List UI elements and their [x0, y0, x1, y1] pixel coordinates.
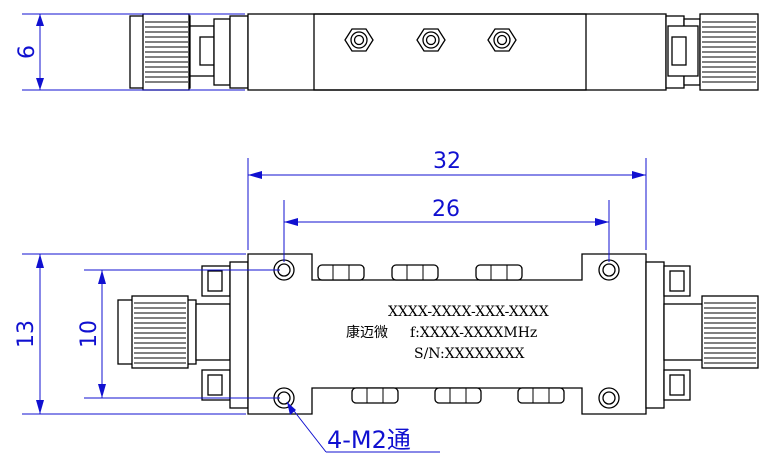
tuning-screw-2: [416, 28, 446, 52]
nut-profile-top-1: [317, 264, 365, 281]
nut-profile-top-2: [391, 264, 439, 281]
mounting-hole-bottom-right: [598, 387, 620, 409]
top-right-connector: [665, 13, 759, 91]
nut-profile-bottom-2: [434, 387, 482, 404]
nut-profile-bottom-1: [351, 387, 399, 404]
marking-frequency: f:XXXX-XXXXMHz: [410, 325, 537, 341]
hole-callout-label: 4-M2通: [327, 426, 411, 454]
front-right-connector: [645, 261, 759, 409]
dimension-hole-spacing-horizontal: 26: [283, 197, 610, 262]
dimension-body-height: 13: [14, 253, 246, 415]
top-left-connector: [129, 13, 249, 91]
top-view: 6: [15, 13, 759, 91]
dimension-overall-length-label: 32: [433, 149, 461, 174]
front-left-connector: [117, 261, 249, 409]
tuning-screw-1: [344, 28, 374, 52]
dimension-hole-spacing-vertical-label: 10: [77, 320, 102, 348]
marking-serial: S/N:XXXXXXXX: [414, 346, 525, 362]
hole-callout: 4-M2通: [286, 401, 440, 454]
top-body: [247, 13, 667, 91]
marking-model: XXXX-XXXX-XXX-XXXX: [388, 304, 549, 320]
marking-brand: 康迈微: [346, 324, 388, 341]
dimension-hole-spacing-vertical: 10: [77, 269, 280, 399]
top-center-block: [313, 13, 587, 91]
front-view: XXXX-XXXX-XXX-XXXX 康迈微 f:XXXX-XXXXMHz S/…: [14, 149, 759, 454]
dimension-height-top-label: 6: [15, 45, 40, 59]
dimension-overall-length: 32: [247, 149, 647, 250]
nut-profile-top-3: [475, 264, 523, 281]
nut-profile-bottom-3: [517, 387, 565, 404]
dimension-hole-spacing-horizontal-label: 26: [432, 197, 460, 222]
tuning-screw-3: [487, 28, 517, 52]
front-body: [247, 253, 647, 415]
dimension-height-top: 6: [15, 13, 245, 91]
dimension-body-height-label: 13: [14, 320, 39, 348]
